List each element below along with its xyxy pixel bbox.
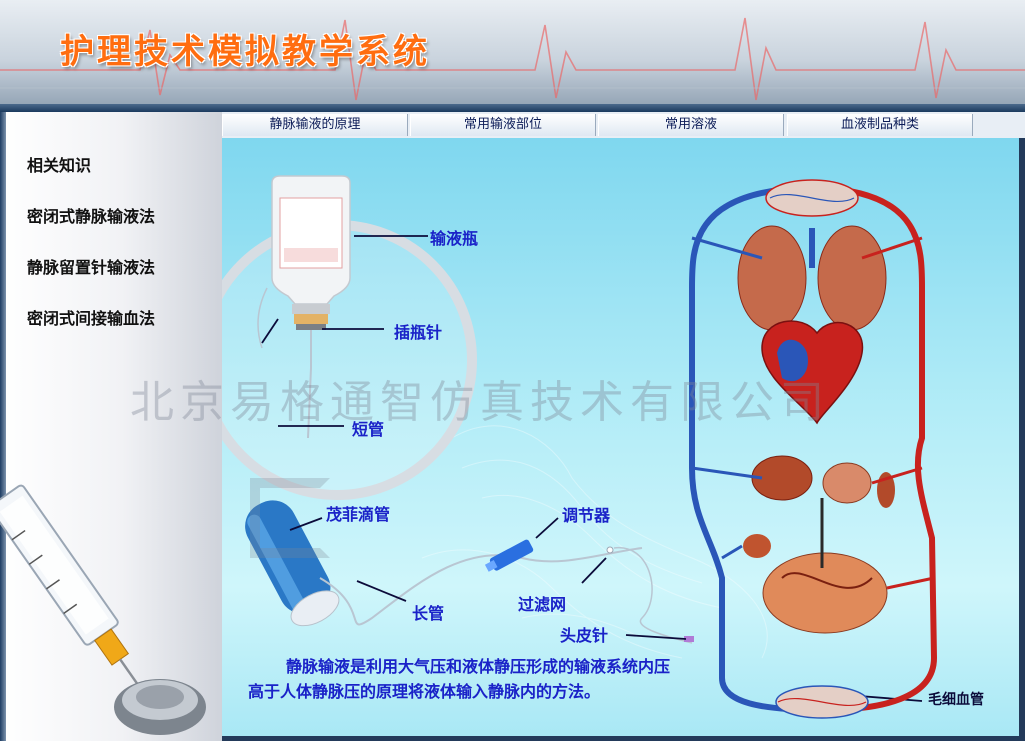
circulatory-system bbox=[689, 179, 938, 719]
tab-blood-products[interactable]: 血液制品种类 bbox=[787, 114, 973, 136]
syringe-illustration bbox=[0, 484, 206, 735]
tab-iv-principle[interactable]: 静脉输液的原理 bbox=[222, 114, 408, 136]
infusion-description: 静脉输液是利用大气压和液体静压形成的输液系统内压高于人体静脉压的原理将液体输入静… bbox=[248, 657, 671, 701]
sidebar-item-indwelling-needle-infusion[interactable]: 静脉留置针输液法 bbox=[27, 258, 156, 277]
infusion-bottle bbox=[271, 175, 351, 330]
tab-common-solutions[interactable]: 常用溶液 bbox=[598, 114, 784, 136]
sidebar: 相关知识 密闭式静脉输液法 静脉留置针输液法 密闭式间接输血法 bbox=[0, 112, 222, 741]
sidebar-nav: 相关知识 密闭式静脉输液法 静脉留置针输液法 密闭式间接输血法 bbox=[0, 140, 222, 344]
sidebar-item-closed-iv-infusion[interactable]: 密闭式静脉输液法 bbox=[27, 207, 156, 226]
label-long-tube: 长管 bbox=[412, 604, 445, 623]
label-scalp-needle: 头皮针 bbox=[560, 626, 609, 645]
label-bottle-needle: 插瓶针 bbox=[394, 323, 443, 342]
regulator-clamp bbox=[484, 539, 534, 572]
sidebar-item-closed-indirect-transfusion[interactable]: 密闭式间接输血法 bbox=[27, 309, 156, 328]
label-short-tube: 短管 bbox=[352, 420, 385, 439]
label-infusion-bottle: 输液瓶 bbox=[430, 229, 479, 248]
scalp-needle bbox=[684, 636, 694, 642]
magnifier-handle bbox=[245, 500, 340, 627]
label-capillary: 毛细血管 bbox=[928, 692, 984, 708]
sidebar-item-related-knowledge[interactable]: 相关知识 bbox=[27, 156, 92, 175]
app-title: 护理技术模拟教学系统 bbox=[60, 32, 430, 72]
content-border-right bbox=[1019, 138, 1025, 741]
header-divider bbox=[0, 104, 1025, 112]
tab-common-sites[interactable]: 常用输液部位 bbox=[410, 114, 596, 136]
label-drip-chamber: 茂菲滴管 bbox=[326, 505, 391, 524]
label-filter: 过滤网 bbox=[518, 595, 567, 614]
label-regulator: 调节器 bbox=[562, 506, 611, 525]
header-banner: 护理技术模拟教学系统 bbox=[0, 0, 1025, 110]
tab-bar: 静脉输液的原理 常用输液部位 常用溶液 血液制品种类 bbox=[222, 112, 1025, 138]
content-border-bottom bbox=[222, 736, 1025, 741]
sidebar-edge bbox=[0, 112, 6, 741]
content-panel: 输液瓶 插瓶针 短管 茂菲滴管 长管 调节器 过滤网 头皮针 毛细血管 静脉输液… bbox=[222, 138, 1019, 736]
ecg-wave-decoration bbox=[0, 17, 1025, 101]
infusion-diagram bbox=[222, 175, 938, 719]
